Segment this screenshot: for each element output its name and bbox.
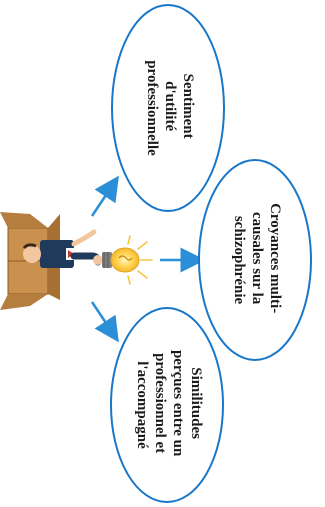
bubble-sentiment-ellipse xyxy=(111,4,225,212)
bubble-similitudes: Similitudes perçues entre un professionn… xyxy=(110,307,224,503)
bubble-similitudes-ellipse xyxy=(110,307,224,503)
person-with-lightbulb-in-box-icon xyxy=(0,212,153,310)
arrow-to-sentiment xyxy=(90,175,119,217)
arrow-to-similitudes xyxy=(90,301,119,343)
lightbulb-icon xyxy=(102,247,140,273)
bubble-croyances-line: causales sur la xyxy=(249,212,265,305)
bubble-croyances: Croyances multi- causales sur la schizop… xyxy=(198,159,312,361)
bubble-similitudes-line: l'accompagné xyxy=(134,361,150,449)
bubble-croyances-text: Croyances multi- causales sur la schizop… xyxy=(231,203,283,317)
bubble-similitudes-line: professionnel et xyxy=(152,353,168,453)
light-rays-icon xyxy=(127,235,153,285)
bubble-croyances-line: Croyances multi- xyxy=(267,203,283,313)
bubble-sentiment-line: Sentiment xyxy=(180,74,196,139)
person-icon xyxy=(22,229,103,268)
bubble-similitudes-text: Similitudes perçues entre un professionn… xyxy=(134,350,204,460)
bubble-similitudes-line: perçues entre un xyxy=(170,350,186,457)
bubble-sentiment-line: d'utilité xyxy=(162,81,178,131)
bubble-sentiment-text: Sentiment d'utilité professionnelle xyxy=(144,60,196,156)
bubble-sentiment: Sentiment d'utilité professionnelle xyxy=(111,4,225,212)
bubble-croyances-line: schizophrénie xyxy=(231,216,247,305)
bubble-croyances-ellipse xyxy=(198,159,312,361)
bubble-similitudes-line: Similitudes xyxy=(188,367,204,439)
bubble-sentiment-line: professionnelle xyxy=(144,60,160,156)
